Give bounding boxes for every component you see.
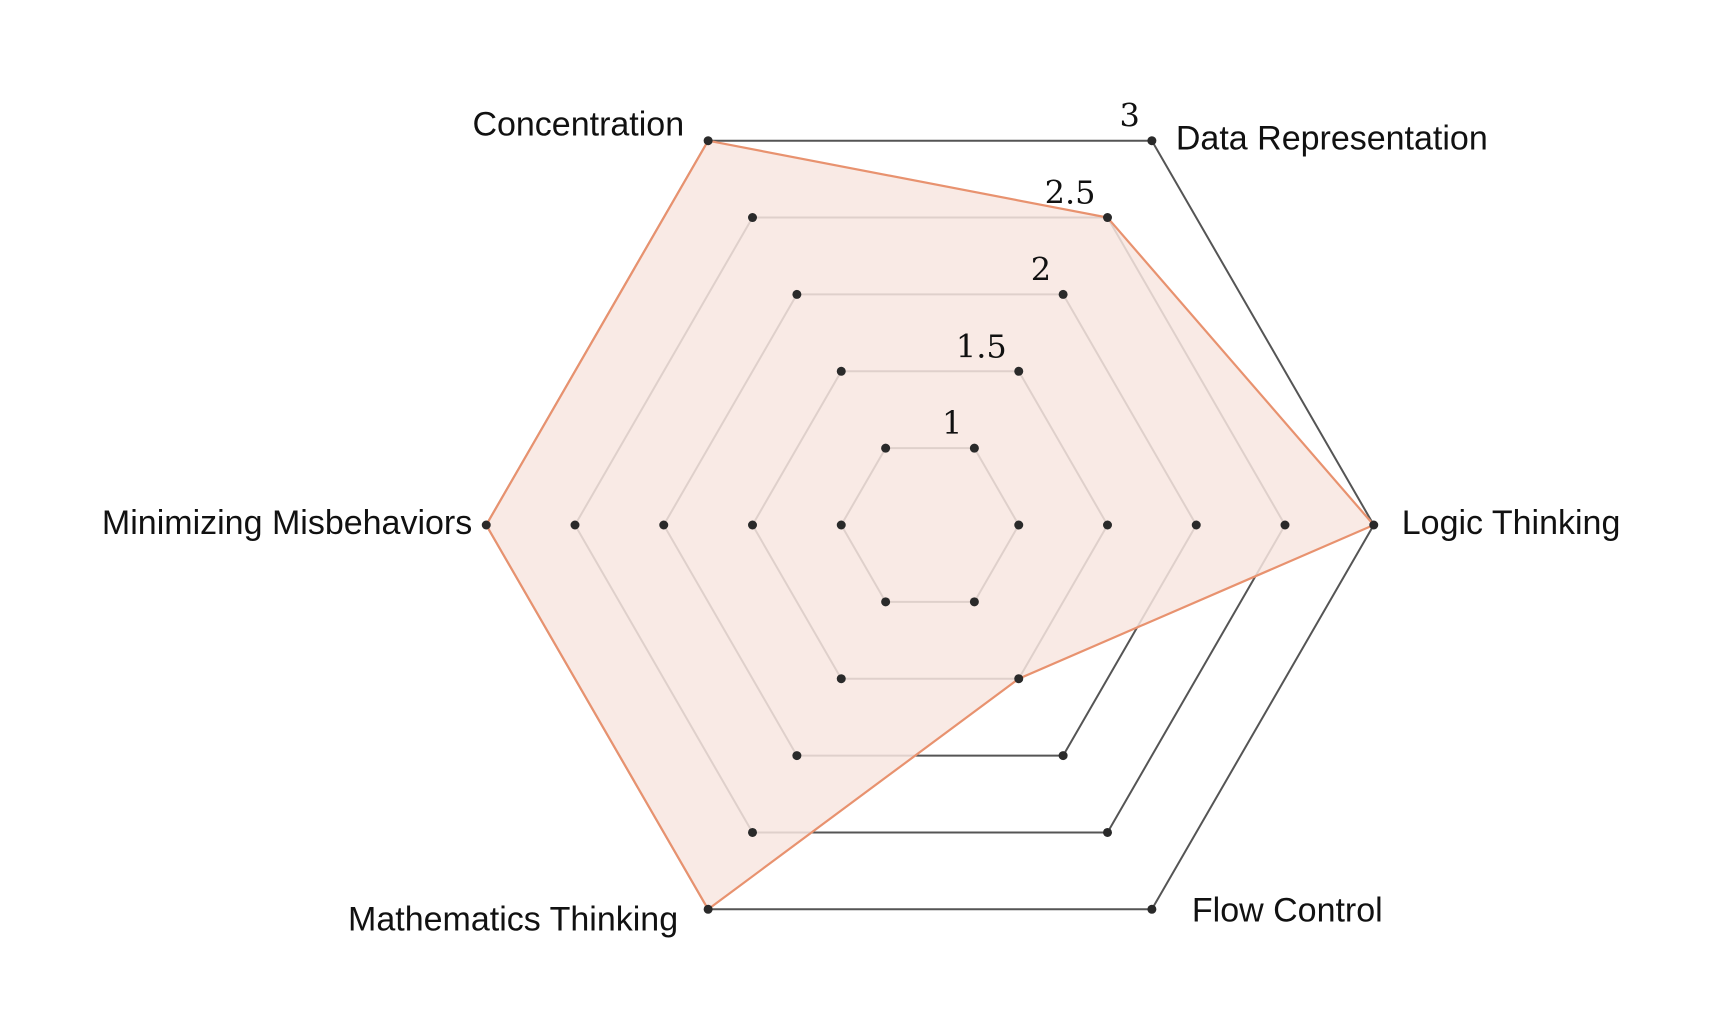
grid-dot-5-1-5 — [836, 366, 846, 376]
grid-dot-3-3 — [703, 904, 713, 914]
grid-dot-4-2 — [659, 520, 669, 530]
grid-dot-5-2-5 — [748, 213, 757, 223]
grid-dot-1-2 — [1191, 520, 1201, 530]
grid-dot-4-2-5 — [570, 520, 580, 530]
grid-dot-2-2 — [1058, 751, 1068, 761]
grid-dot-5-1 — [881, 443, 891, 453]
grid-dot-2-2-5 — [1103, 827, 1112, 837]
grid-dot-3-1-5 — [836, 674, 846, 684]
grid-dot-2-1 — [969, 597, 979, 607]
tick-label-1-5: 1.5 — [956, 327, 1007, 365]
grid-dot-0-1-5 — [1014, 366, 1024, 376]
grid-dot-1-2-5 — [1280, 520, 1290, 530]
grid-dot-0-3 — [1147, 136, 1157, 146]
tick-label-2: 2 — [1031, 250, 1051, 288]
grid-dot-0-1 — [969, 443, 979, 453]
axis-label-flow-control: Flow Control — [1192, 891, 1383, 929]
grid-dot-0-2 — [1058, 289, 1068, 299]
grid-dot-1-1-5 — [1103, 520, 1112, 530]
axis-label-data-representation: Data Representation — [1176, 120, 1488, 158]
grid-dot-layer — [481, 136, 1379, 914]
grid-dot-4-3 — [481, 520, 491, 530]
grid-dot-1-1 — [1014, 520, 1024, 530]
tick-label-3: 3 — [1120, 97, 1140, 135]
grid-dot-3-2 — [792, 751, 802, 761]
grid-dot-0-2-5 — [1103, 213, 1112, 223]
tick-label-2-5: 2.5 — [1045, 174, 1096, 212]
grid-dot-4-1 — [836, 520, 846, 530]
series-layer — [484, 139, 1376, 911]
axis-label-concentration: Concentration — [472, 106, 684, 144]
grid-dot-4-1-5 — [748, 520, 757, 530]
grid-dot-5-3 — [703, 136, 713, 146]
grid-dot-2-3 — [1147, 904, 1157, 914]
tick-label-1: 1 — [942, 404, 962, 442]
axis-label-logic-thinking: Logic Thinking — [1402, 504, 1621, 542]
grid-dot-1-3 — [1369, 520, 1379, 530]
axis-label-minimizing-misbehaviors: Minimizing Misbehaviors — [102, 504, 472, 542]
grid-dot-2-1-5 — [1014, 674, 1024, 684]
grid-dot-3-2-5 — [748, 827, 757, 837]
series-area-0 — [484, 139, 1376, 911]
axis-label-mathematics-thinking: Mathematics Thinking — [348, 900, 678, 938]
grid-dot-5-2 — [792, 289, 802, 299]
grid-dot-3-1 — [881, 597, 891, 607]
